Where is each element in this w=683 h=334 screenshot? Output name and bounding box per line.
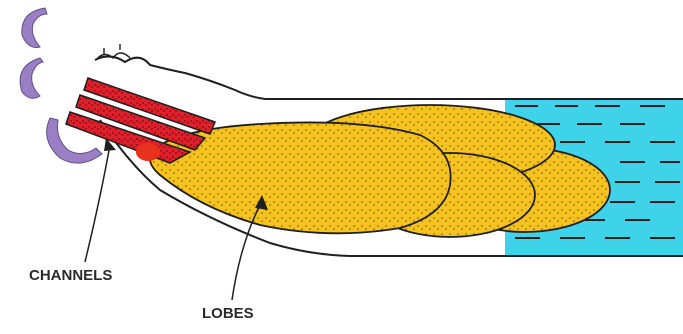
arc-middle (20, 58, 43, 98)
arc-top (22, 8, 47, 48)
label-channels: CHANNELS (29, 267, 112, 284)
label-lobes: LOBES (202, 305, 254, 322)
channel-mouth (136, 143, 160, 161)
channels-leader (85, 145, 110, 262)
